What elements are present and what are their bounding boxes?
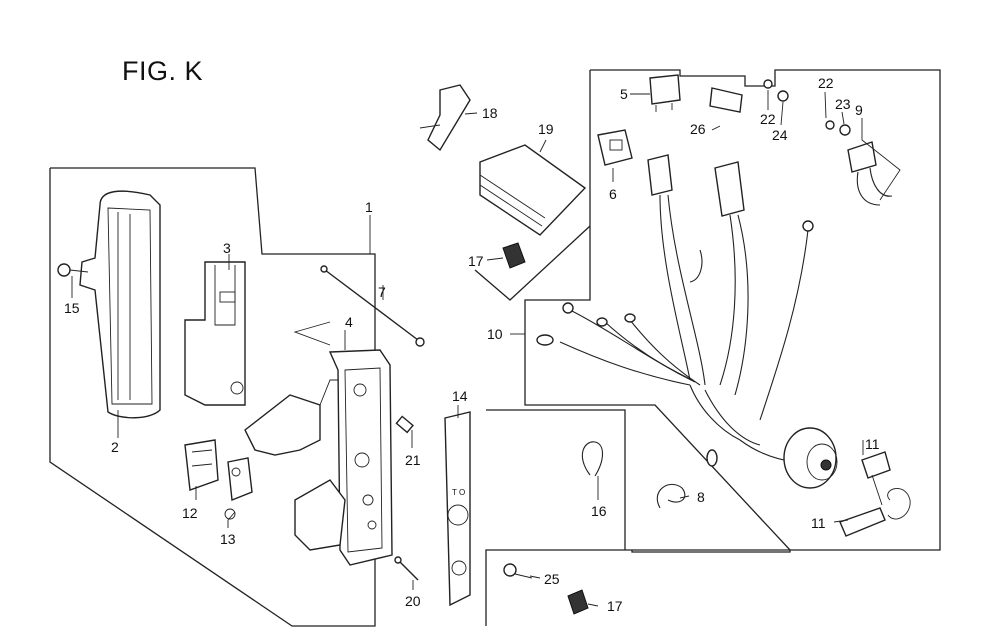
connector-part [419, 84, 471, 152]
fuse-holder-part [597, 129, 633, 166]
callout-26: 26 [690, 121, 706, 137]
callout-25: 25 [544, 571, 560, 587]
right-group-outline [524, 69, 941, 551]
callout-22b: 22 [818, 75, 834, 91]
callout-3: 3 [223, 240, 231, 256]
callout-12: 12 [182, 505, 198, 521]
leader-lines [71, 90, 901, 607]
relay-part [649, 74, 681, 112]
callout-10: 10 [487, 326, 503, 342]
callout-9: 9 [855, 102, 863, 118]
callout-6: 6 [609, 186, 617, 202]
callout-2: 2 [111, 439, 119, 455]
fuse-cap-part [709, 87, 743, 113]
switch-clip-part [224, 457, 253, 520]
key-part-lower [839, 488, 911, 537]
bracket-part [184, 261, 246, 406]
clip-part-lower [567, 589, 589, 615]
callout-11a: 11 [865, 436, 880, 452]
callout-22a: 22 [760, 111, 776, 127]
ignition-switch-part [783, 427, 838, 489]
washer-part-a [777, 90, 789, 102]
callout-5: 5 [620, 86, 628, 102]
callout-21: 21 [405, 452, 421, 468]
clip-part-upper [502, 242, 526, 269]
callout-24: 24 [772, 127, 788, 143]
lower-group-outline [485, 409, 791, 626]
callout-23: 23 [835, 96, 851, 112]
nut-part-b [825, 120, 835, 130]
callout-8: 8 [697, 489, 705, 505]
rod-part [320, 265, 425, 347]
wire-harness-part [536, 154, 814, 467]
wire-clamp-part [581, 441, 604, 477]
callout-15: 15 [64, 300, 80, 316]
callout-14: 14 [452, 388, 468, 404]
nut-part-a [763, 79, 773, 89]
panel-screw-lower [394, 556, 419, 581]
panel-screw-upper [395, 415, 414, 434]
callout-19: 19 [538, 121, 554, 137]
label-plate-part: T O [444, 411, 471, 607]
washer-part-b [839, 124, 851, 136]
screw-part [57, 263, 89, 277]
top-wedge-outline [474, 225, 591, 301]
bolt-part [503, 563, 533, 579]
callout-labels: 1 2 3 4 5 6 7 8 9 10 11 11 12 13 14 15 1… [64, 75, 880, 614]
callout-13: 13 [220, 531, 236, 547]
switch-part [184, 439, 219, 491]
callout-7: 7 [378, 284, 386, 300]
callout-17a: 17 [468, 253, 484, 269]
module-part [479, 144, 587, 236]
cover-part [79, 190, 161, 419]
callout-18: 18 [482, 105, 498, 121]
callout-4: 4 [345, 314, 353, 330]
panel-part [244, 349, 393, 566]
cable-clip-part [656, 483, 686, 509]
svg-text:T O: T O [452, 488, 465, 497]
callout-16: 16 [591, 503, 607, 519]
callout-11b: 11 [811, 515, 826, 531]
figure-title: FIG. K [122, 56, 204, 86]
terminal-connector-part [847, 141, 893, 206]
callout-17b: 17 [607, 598, 623, 614]
key-part-upper [861, 451, 891, 506]
callout-20: 20 [405, 593, 421, 609]
callout-1: 1 [365, 199, 373, 215]
